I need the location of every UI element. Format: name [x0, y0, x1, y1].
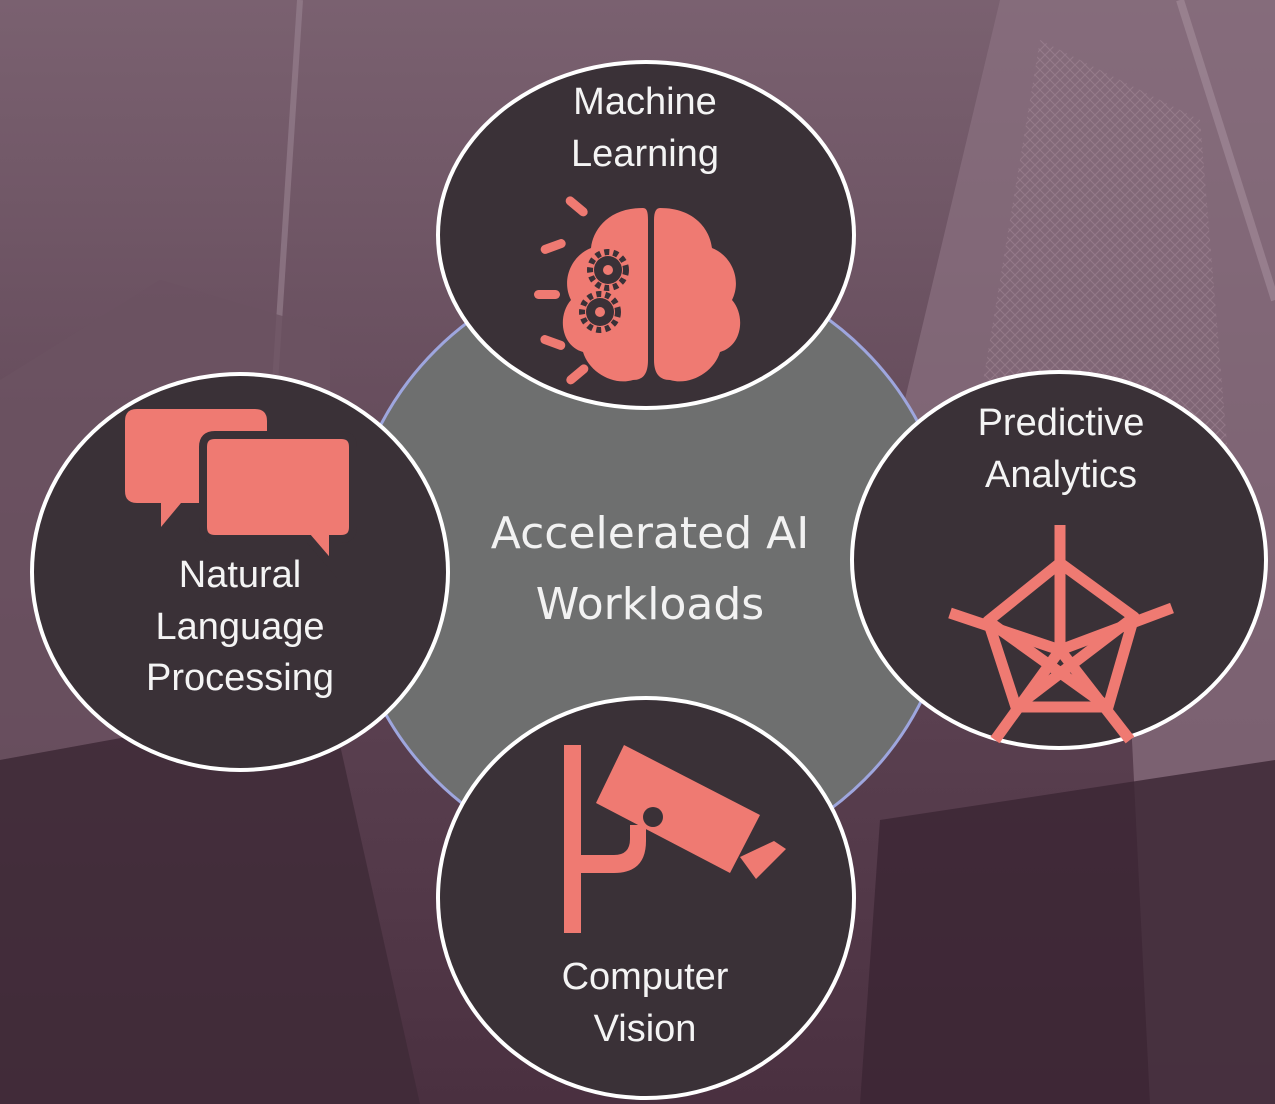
machine-learning-label-line2: Learning [571, 132, 719, 175]
center-label: Accelerated AI Workloads [430, 498, 870, 641]
center-label-line1: Accelerated AI [490, 508, 810, 559]
predictive-analytics-label: Predictive Analytics [905, 398, 1217, 501]
machine-learning-label: Machine Learning [490, 77, 800, 180]
speech-bubbles-icon [125, 409, 357, 578]
nlp-label-line1: Natural [178, 554, 302, 596]
computer-vision-label-line1: Computer [561, 956, 729, 998]
center-label-line2: Workloads [535, 579, 765, 631]
computer-vision-label-line2: Vision [593, 1007, 697, 1050]
radar-chart-icon [948, 525, 1174, 744]
predictive-analytics-label-line2: Analytics [984, 453, 1138, 496]
security-camera-icon [564, 745, 786, 933]
brain-gears-icon [534, 196, 741, 385]
machine-learning-label-line1: Machine [573, 81, 717, 123]
computer-vision-label: Computer Vision [490, 952, 800, 1055]
nlp-label: Natural Language Processing [95, 550, 385, 705]
nlp-label-line3: Processing [146, 657, 334, 700]
predictive-analytics-label-line1: Predictive [977, 402, 1145, 444]
nlp-label-line2: Language [155, 605, 325, 648]
